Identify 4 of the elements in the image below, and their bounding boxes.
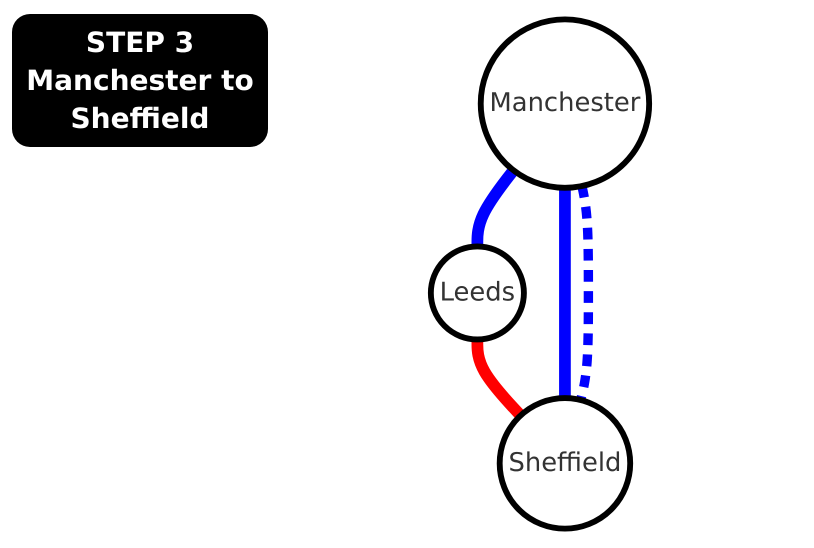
node-circle: Sheffield [496,395,634,532]
node-circle: Manchester [478,16,652,191]
title-banner: STEP 3 Manchester to Sheffield [12,14,268,148]
node-circle: Leeds [428,243,527,342]
